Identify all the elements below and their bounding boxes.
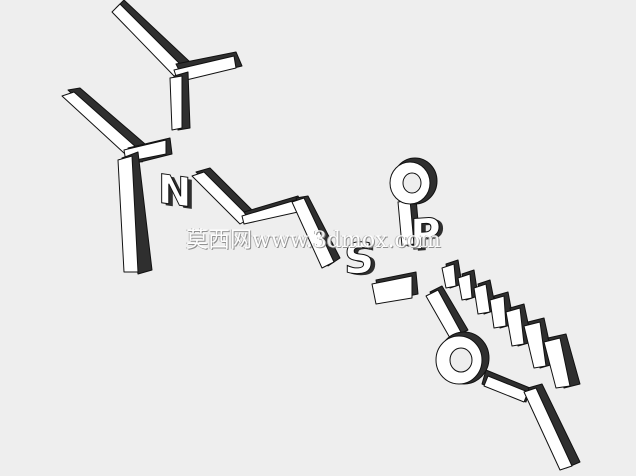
bond-beam (169, 71, 191, 131)
oxygen-ring-top (389, 157, 438, 205)
svg-text:S: S (348, 235, 378, 286)
oxygen-ring-bottom (435, 331, 490, 385)
bond-beam (397, 197, 421, 247)
dashed-bond (441, 259, 581, 389)
bond-beam (241, 195, 305, 225)
bond-beam (111, 0, 191, 79)
watermark-text: 莫西网www.3dmox.com (186, 228, 441, 253)
svg-text:P: P (414, 210, 445, 261)
bond-beam (481, 369, 531, 403)
bond-beam (371, 271, 419, 305)
svg-text:N: N (162, 169, 195, 219)
bond-beam (291, 195, 341, 269)
svg-text:S: S (344, 233, 374, 284)
bond-beams (61, 0, 581, 471)
svg-text:P: P (410, 208, 441, 259)
bond-beam (117, 151, 153, 275)
svg-text:N: N (158, 166, 191, 216)
sulfur-atom: S S (344, 232, 379, 286)
nitrogen-atom: N N (158, 166, 196, 220)
phosphorus-atom: P P (410, 208, 445, 261)
bond-beam (523, 383, 581, 471)
